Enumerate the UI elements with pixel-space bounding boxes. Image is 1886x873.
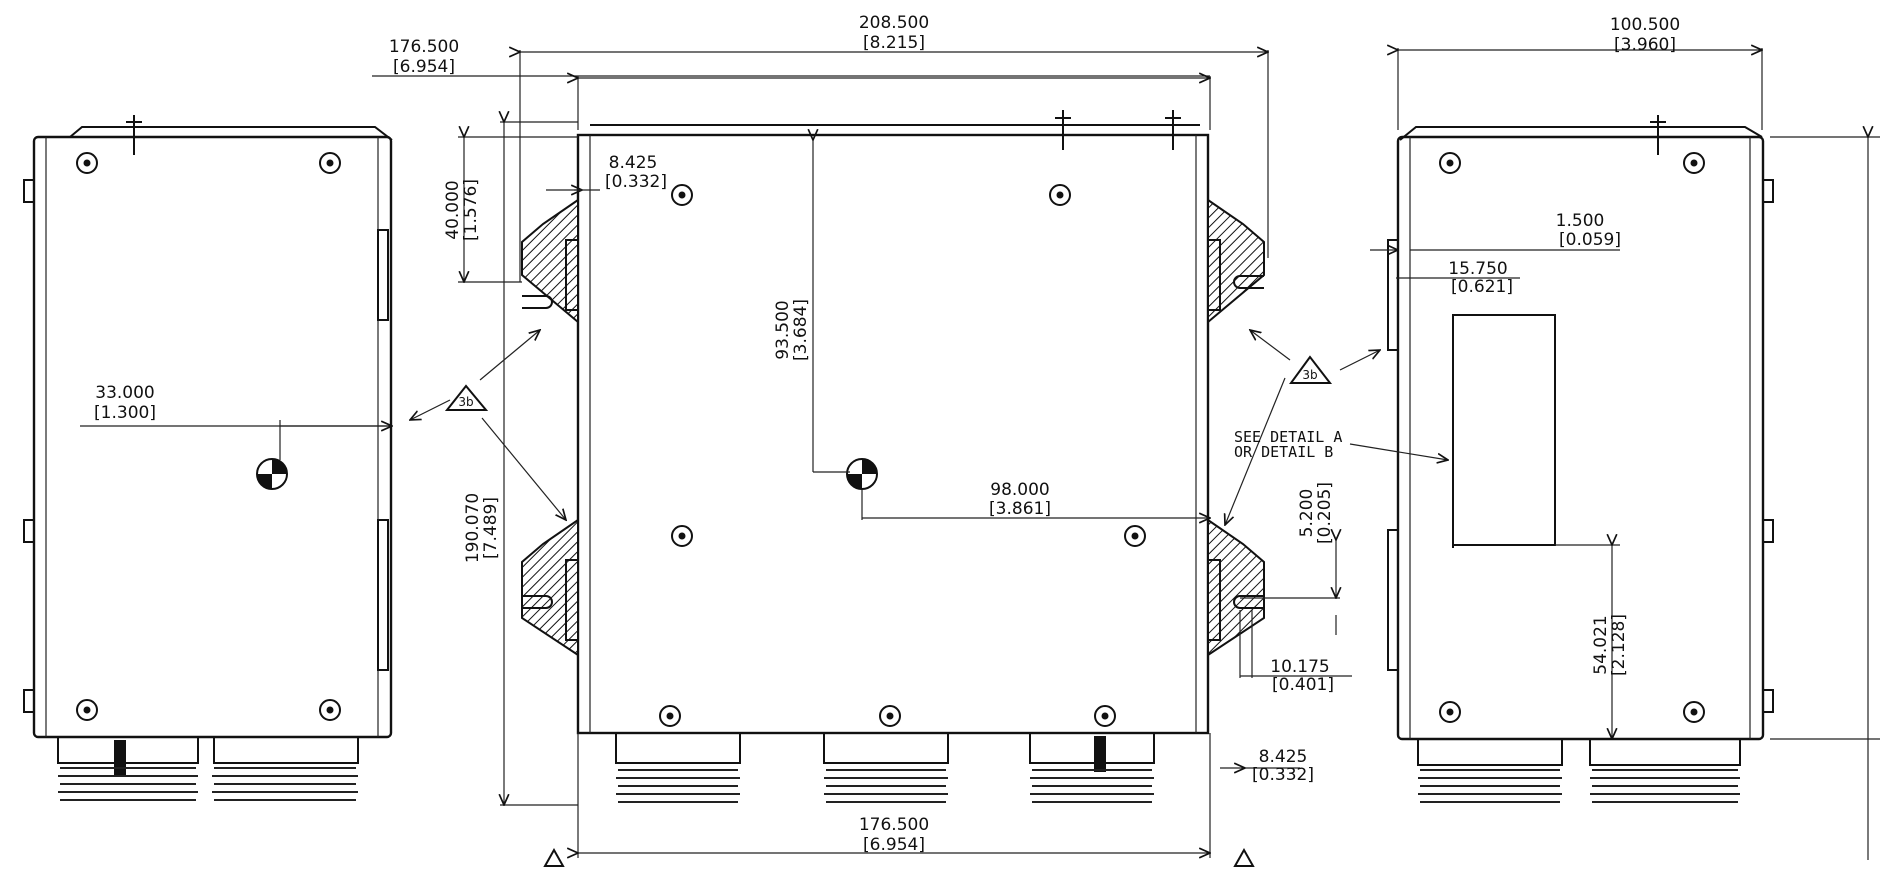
mounting-screw-icon: [76, 152, 341, 721]
mounting-screw-icon: [1439, 152, 1705, 723]
hole-offset-top-in: [0.332]: [605, 172, 667, 192]
slot-width-mm: 10.175: [1270, 657, 1329, 677]
flange-height-mm: 40.000: [443, 180, 463, 239]
cg-horizontal-in: [3.861]: [989, 499, 1051, 519]
connector-icon: [615, 732, 1155, 803]
cg-horizontal-mm: 98.000: [990, 480, 1049, 500]
callout-triangle-icon: [444, 355, 1333, 867]
connector-icon: [57, 736, 359, 801]
bottom-width-in: [6.954]: [863, 835, 925, 855]
overall-width-in: [8.215]: [863, 33, 925, 53]
mounting-screw-icon: [659, 184, 1146, 727]
left-side-view: [23, 115, 393, 801]
slot-height-in: [0.205]: [1315, 482, 1335, 544]
hole-offset-bottom-mm: 8.425: [1259, 747, 1308, 767]
plate-height-mm: 54.021: [1591, 615, 1611, 674]
cg-side-mm: 33.000: [95, 383, 154, 403]
total-height-in: [7.489]: [481, 497, 501, 559]
bottom-width-mm: 176.500: [859, 815, 929, 835]
plate-height-in: [2.128]: [1609, 614, 1629, 676]
connector-icon: [1417, 738, 1741, 803]
side-depth-in: [3.960]: [1614, 35, 1676, 55]
see-detail-note-line1: SEE DETAIL A: [1234, 428, 1342, 446]
hole-offset-bottom-in: [0.332]: [1252, 765, 1314, 785]
cg-vertical-mm: 93.500: [773, 300, 793, 359]
center-of-gravity-icon: [256, 458, 288, 490]
mounting-flange: [521, 198, 1265, 657]
front-view: [521, 110, 1265, 803]
flange-height-in: [1.576]: [461, 179, 481, 241]
hole-offset-top-mm: 8.425: [609, 153, 658, 173]
slot-width-in: [0.401]: [1272, 675, 1334, 695]
dimension-lines: [80, 48, 1880, 860]
top-width-in: [6.954]: [393, 57, 455, 77]
callout-left-label: 3b: [458, 395, 473, 409]
wall-thickness-mm: 1.500: [1556, 211, 1605, 231]
top-width-mm: 176.500: [389, 37, 459, 57]
callout-right-label: 3b: [1302, 368, 1317, 382]
see-detail-note-line2: OR DETAIL B: [1234, 443, 1333, 461]
slot-height-mm: 5.200: [1297, 489, 1317, 538]
overall-width-mm: 208.500: [859, 13, 929, 33]
cg-side-in: [1.300]: [94, 403, 156, 423]
wall-thickness-in: [0.059]: [1559, 230, 1621, 250]
total-height-mm: 190.070: [463, 493, 483, 563]
cg-vertical-in: [3.684]: [791, 299, 811, 361]
side-depth-mm: 100.500: [1610, 15, 1680, 35]
center-of-gravity-icon: [846, 458, 878, 490]
plate-offset-mm: 15.750: [1448, 259, 1507, 279]
plate-offset-in: [0.621]: [1451, 277, 1513, 297]
